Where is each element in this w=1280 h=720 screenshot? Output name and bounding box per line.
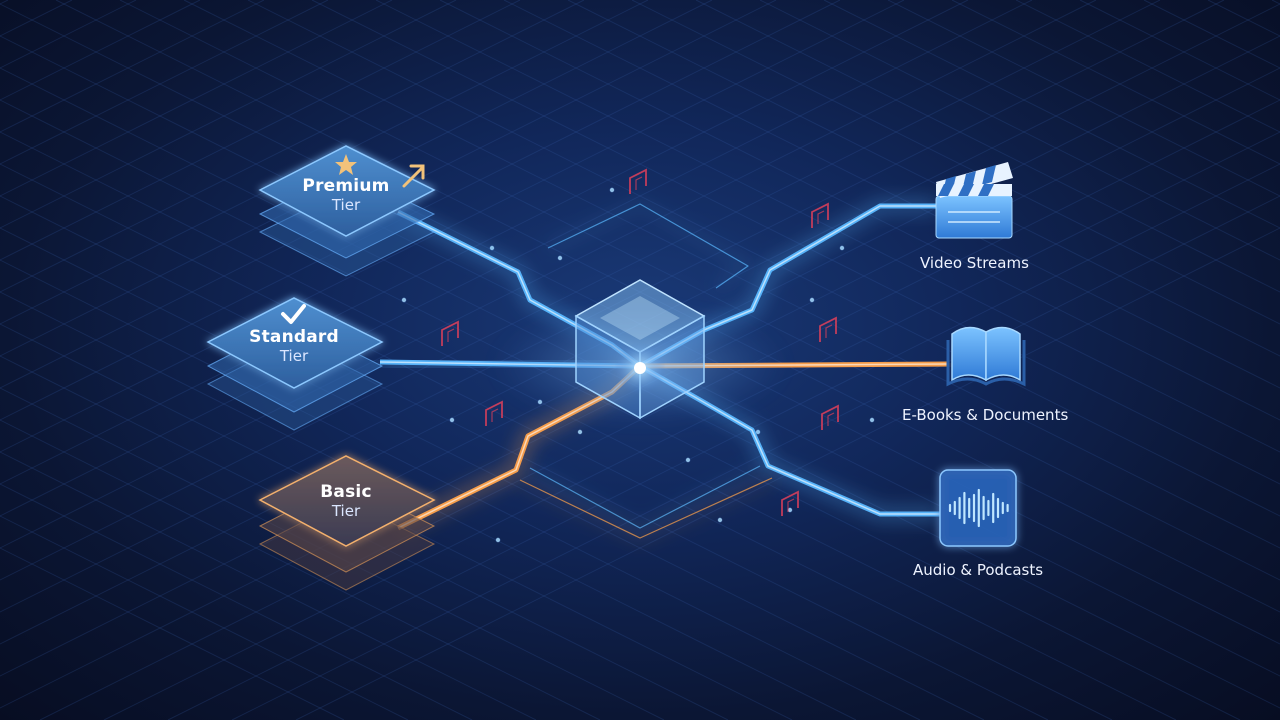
grid-line — [695, 0, 1280, 293]
grid-sparkle — [717, 517, 723, 523]
grid-sparkle — [685, 457, 691, 463]
access-marker-inner — [491, 408, 499, 422]
access-marker — [781, 490, 799, 516]
grid-line — [1143, 0, 1280, 69]
content-label-audio: Audio & Podcasts — [913, 561, 1044, 579]
tier-name: Standard — [249, 327, 339, 347]
grid-line — [0, 547, 345, 720]
star-icon — [335, 154, 357, 175]
central-hub-cube — [490, 279, 790, 425]
tier-label-standard: Standard Tier — [238, 327, 350, 365]
grid-sparkle — [839, 245, 845, 251]
grid-line — [0, 355, 729, 720]
grid-line — [0, 0, 201, 101]
grid-line — [0, 0, 585, 293]
clapperboard-icon — [935, 162, 1013, 239]
access-marker-inner — [787, 498, 795, 512]
grid-line — [0, 0, 265, 133]
access-marker-inner — [447, 328, 455, 342]
audio-waveform-icon — [939, 469, 1017, 547]
grid-line — [0, 0, 137, 69]
access-marker-inner — [827, 412, 835, 426]
grid-sparkle — [449, 417, 455, 423]
grid-line — [631, 0, 1280, 325]
grid-line — [0, 387, 665, 720]
grid-line — [0, 451, 537, 720]
grid-sparkle — [495, 537, 501, 543]
tier-label-premium: Premium Tier — [296, 176, 396, 214]
access-marker — [485, 400, 503, 426]
grid-sparkle — [557, 255, 563, 261]
grid-line — [439, 0, 1280, 421]
grid-line — [0, 291, 857, 720]
access-marker-inner — [825, 324, 833, 338]
path-line — [529, 465, 761, 529]
access-marker-inner — [817, 210, 825, 224]
access-marker-inner — [635, 176, 643, 190]
access-markers — [441, 168, 839, 516]
grid-line — [0, 419, 601, 720]
path-line — [547, 203, 749, 289]
tier-word: Tier — [279, 346, 309, 365]
grid-line — [0, 0, 521, 261]
grid-line — [1079, 0, 1280, 101]
grid-line — [1207, 0, 1280, 37]
grid-line — [0, 259, 921, 720]
access-marker — [811, 202, 829, 228]
grid-sparkle — [401, 297, 407, 303]
grid-line — [0, 0, 649, 325]
upgrade-arrow-icon — [402, 164, 425, 188]
content-label-video: Video Streams — [920, 254, 1029, 272]
grid-line — [0, 0, 73, 37]
grid-line — [0, 515, 409, 720]
access-marker — [821, 404, 839, 430]
grid-line — [0, 0, 905, 453]
tier-label-basic: Basic Tier — [296, 482, 396, 520]
grid-line — [0, 483, 473, 720]
grid-sparkle — [489, 245, 495, 251]
grid-line — [0, 0, 457, 229]
tier-word: Tier — [331, 501, 361, 520]
grid-line — [823, 0, 1280, 229]
grid-line — [0, 0, 329, 165]
grid-line — [0, 0, 841, 421]
tier-word: Tier — [331, 195, 361, 214]
grid-line — [567, 0, 1280, 357]
access-marker — [629, 168, 647, 194]
tier-stack-basic — [258, 455, 436, 591]
grid-line — [1271, 0, 1280, 5]
grid-line — [887, 0, 1280, 197]
grid-line — [311, 0, 1280, 485]
tier-name: Basic — [320, 482, 372, 502]
grid-sparkle — [869, 417, 875, 423]
content-label-ebooks: E-Books & Documents — [902, 406, 1069, 424]
grid-sparkle — [577, 429, 583, 435]
grid-line — [0, 0, 393, 197]
tier-stack-standard — [206, 297, 384, 431]
checkmark-icon — [281, 304, 306, 324]
access-marker — [819, 316, 837, 342]
grid-line — [0, 323, 793, 720]
grid-line — [951, 0, 1280, 165]
grid-line — [0, 0, 777, 389]
path-line — [519, 477, 773, 539]
access-marker — [441, 320, 459, 346]
grid-line — [503, 0, 1280, 389]
grid-sparkle — [809, 297, 815, 303]
grid-line — [0, 0, 1097, 549]
open-book-icon — [946, 326, 1026, 387]
grid-line — [375, 0, 1280, 453]
grid-line — [0, 0, 9, 5]
tier-stack-premium — [258, 145, 436, 277]
grid-line — [0, 0, 713, 357]
grid-sparkle — [609, 187, 615, 193]
grid-line — [759, 0, 1280, 261]
tier-name: Premium — [302, 176, 390, 196]
path-glow — [547, 202, 750, 290]
grid-line — [1015, 0, 1280, 133]
